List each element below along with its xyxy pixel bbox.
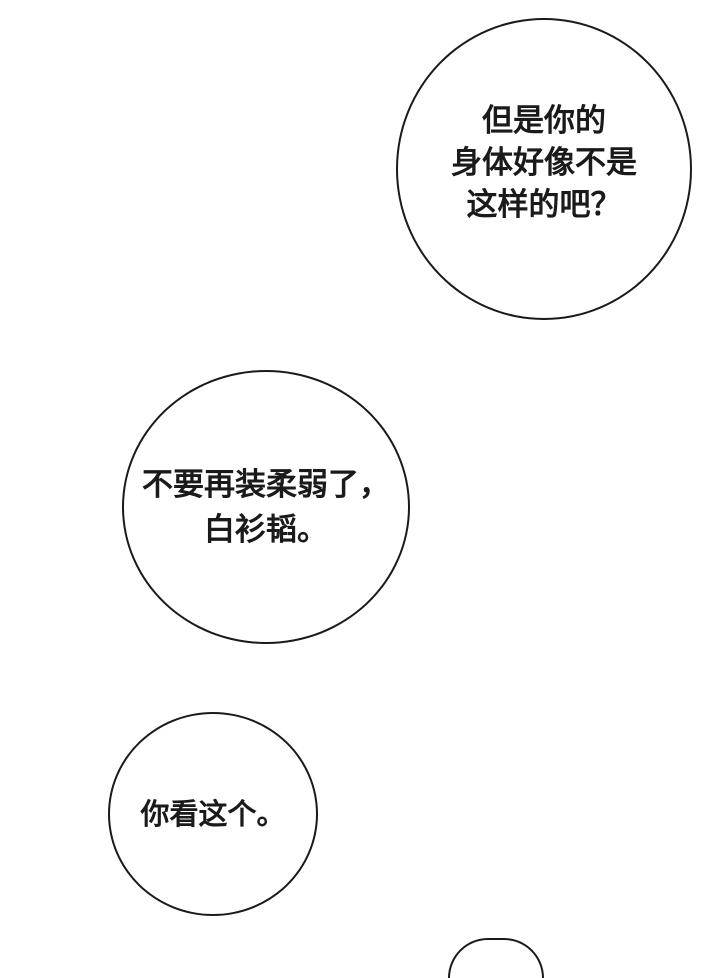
speech-line: 白衫韬。 <box>204 512 328 548</box>
speech-bubble-3-text: 你看这个。 <box>140 795 285 833</box>
speech-line: 身体好像不是 <box>451 145 637 181</box>
speech-bubble-1-text: 但是你的 身体好像不是 这样的吧？ <box>451 100 637 226</box>
partial-speech-bubble-edge <box>448 938 544 978</box>
speech-bubble-2: 不要再装柔弱了， 白衫韬。 <box>122 370 410 644</box>
speech-bubble-1: 但是你的 身体好像不是 这样的吧？ <box>396 18 692 320</box>
speech-line: 这样的吧？ <box>466 187 622 223</box>
speech-line: 你看这个。 <box>140 797 286 831</box>
speech-line: 不要再装柔弱了， <box>142 467 390 503</box>
speech-bubble-3: 你看这个。 <box>108 712 318 916</box>
speech-bubble-2-text: 不要再装柔弱了， 白衫韬。 <box>142 463 390 553</box>
speech-line: 但是你的 <box>482 103 606 139</box>
